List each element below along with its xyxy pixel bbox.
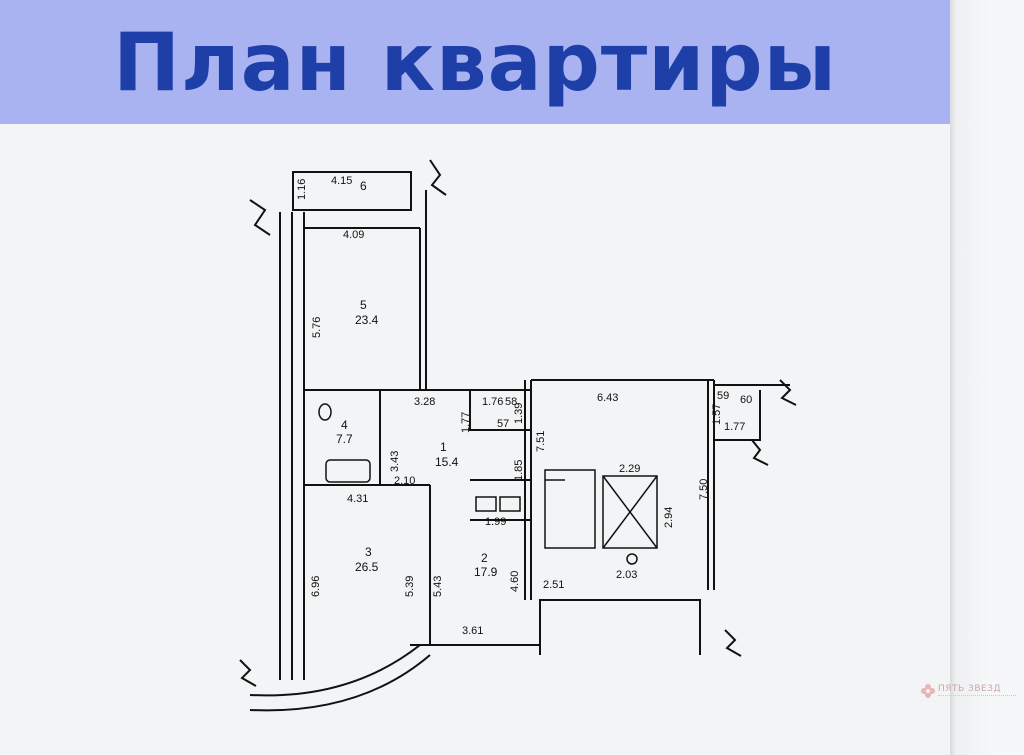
- dimension-label: 1.77: [460, 412, 472, 433]
- plan-fixtures: [318, 403, 658, 565]
- dimension-label: 1.16: [296, 179, 308, 200]
- dimension-label: 2.51: [543, 579, 564, 591]
- room-1-area: 15.4: [435, 455, 459, 469]
- dimension-label: 7.50: [698, 479, 710, 500]
- plan-walls: [239, 159, 797, 712]
- dimension-label: 6.43: [597, 392, 618, 404]
- dimension-label: 1.85: [513, 460, 525, 481]
- page-title: План квартиры: [113, 15, 837, 109]
- dimension-label: 5.43: [432, 576, 444, 597]
- dimension-label: 2.94: [663, 507, 675, 528]
- dimension-label: 4.15: [331, 175, 352, 187]
- dimension-label: 3.61: [462, 625, 483, 637]
- dimension-labels: 4.15 1.16 4.09 5.76 3.28 1.77 1.76 58 1.…: [296, 175, 752, 637]
- header-banner: План квартиры: [0, 0, 950, 124]
- dimension-label: 7.51: [535, 431, 547, 452]
- dimension-label: 59: [717, 390, 729, 402]
- watermark-text: ПЯТЬ ЗВЕЗД: [938, 684, 1001, 694]
- dimension-label: 3.28: [414, 396, 435, 408]
- dimension-label: 5.76: [311, 317, 323, 338]
- dimension-label: 2.29: [619, 463, 640, 475]
- watermark: ПЯТЬ ЗВЕЗД: [920, 681, 1020, 705]
- dimension-label: 6.96: [310, 576, 322, 597]
- dimension-label: 60: [740, 394, 752, 406]
- room-labels: 6 5 23.4 4 7.7 1 15.4 3 26.5 2 17.9: [336, 179, 498, 579]
- dimension-label: 4.09: [343, 229, 364, 241]
- room-5-area: 23.4: [355, 313, 379, 327]
- dimension-label: 4.31: [347, 493, 368, 505]
- dimension-label: 2.10: [394, 475, 415, 487]
- dimension-label: 58: [505, 396, 517, 408]
- room-4-area: 7.7: [336, 432, 353, 446]
- dimension-label: 1.57: [711, 404, 723, 425]
- room-4-number: 4: [341, 418, 348, 432]
- scan-edge: [950, 0, 1024, 755]
- room-3-number: 3: [365, 545, 372, 559]
- room-2-area: 17.9: [474, 565, 498, 579]
- dimension-label: 57: [497, 418, 509, 430]
- dimension-label: 1.39: [513, 403, 525, 424]
- dimension-label: 1.99: [485, 516, 506, 528]
- room-6-number: 6: [360, 179, 367, 193]
- dimension-label: 5.39: [404, 576, 416, 597]
- dimension-label: 2.03: [616, 569, 637, 581]
- dimension-label: 1.76: [482, 396, 503, 408]
- room-5-number: 5: [360, 298, 367, 312]
- dimension-label: 1.77: [724, 421, 745, 433]
- room-1-number: 1: [440, 440, 447, 454]
- room-2-number: 2: [481, 551, 488, 565]
- room-3-area: 26.5: [355, 560, 379, 574]
- dimension-label: 4.60: [509, 571, 521, 592]
- flower-logo-icon: [921, 684, 935, 698]
- watermark-underline: [938, 695, 1016, 699]
- dimension-label: 3.43: [389, 451, 401, 472]
